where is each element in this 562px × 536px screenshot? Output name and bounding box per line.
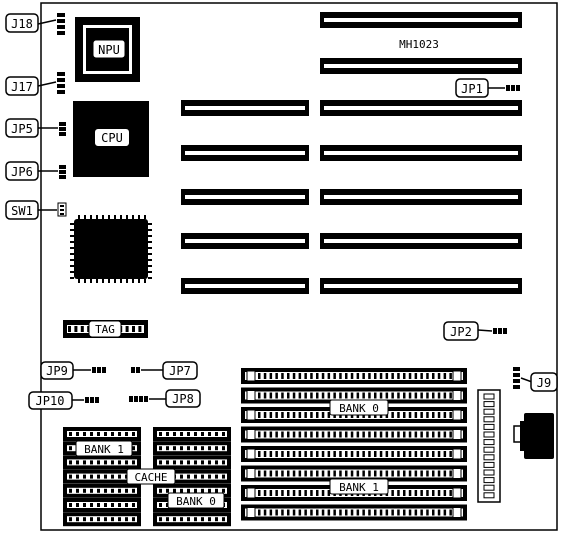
simm-bank1-label: BANK 1 (339, 481, 379, 494)
cache-chip (63, 512, 141, 527)
j17-callout: J17 (5, 76, 39, 96)
jp8-callout: JP8 (165, 389, 201, 408)
svg-text:JP7: JP7 (169, 364, 191, 378)
jp7-header (131, 367, 140, 373)
jp2-callout: JP2 (443, 321, 479, 341)
expansion-slot (181, 100, 309, 116)
expansion-slot (320, 278, 522, 294)
cache-bank1-label-group: BANK 1 (75, 440, 133, 457)
j9-header (513, 367, 520, 389)
j17-header (57, 72, 65, 94)
callout-pointers (37, 19, 533, 401)
model-label: MH1023 (399, 38, 439, 51)
svg-text:JP5: JP5 (11, 122, 33, 136)
jp8-header (129, 396, 148, 402)
jp10-header (85, 397, 99, 403)
tag-label: TAG (95, 323, 115, 336)
simm-socket (241, 426, 467, 443)
expansion-slot (181, 189, 309, 205)
jp9-callout: JP9 (40, 361, 74, 380)
j18-header (57, 13, 65, 35)
simm-bank1-label-group: BANK 1 (329, 478, 389, 495)
cache-chip (63, 427, 141, 441)
jp9-header (92, 367, 106, 373)
expansion-slot (320, 58, 522, 74)
cache-label-group: CACHE (126, 468, 176, 485)
simm-bank0-label-group: BANK 0 (329, 399, 389, 416)
expansion-slot (320, 145, 522, 161)
expansion-slot (320, 233, 522, 249)
expansion-slot (181, 145, 309, 161)
cpu-label: CPU (101, 131, 123, 145)
simm-socket (241, 504, 467, 521)
npu-socket: NPU (75, 17, 140, 82)
simm-socket (241, 446, 467, 462)
svg-text:JP6: JP6 (11, 165, 33, 179)
cache-label: CACHE (134, 471, 167, 484)
svg-text:JP2: JP2 (450, 325, 472, 339)
cache-chip (153, 455, 231, 470)
expansion-slot (181, 233, 309, 249)
tag-sram: TAG (63, 320, 148, 338)
sw1-callout: SW1 (5, 200, 39, 220)
simm-socket (241, 368, 467, 384)
expansion-slot (181, 278, 309, 294)
npu-label: NPU (98, 43, 120, 57)
expansion-slots (181, 12, 522, 294)
jp1-header (506, 85, 520, 91)
svg-text:JP1: JP1 (461, 82, 483, 96)
svg-text:J9: J9 (537, 376, 551, 390)
j18-callout: J18 (5, 13, 39, 33)
chipset (70, 215, 152, 283)
svg-text:J18: J18 (11, 17, 33, 31)
simm-socket (241, 465, 467, 482)
expansion-slot (320, 12, 522, 28)
jp7-callout: JP7 (162, 361, 198, 380)
svg-text:JP9: JP9 (46, 364, 68, 378)
jp1-callout: JP1 (455, 78, 489, 98)
cache-bank0-label: BANK 0 (176, 495, 216, 508)
expansion-slot (320, 100, 522, 116)
simm-socket (241, 387, 467, 404)
jp5-callout: JP5 (5, 118, 39, 138)
jp6-callout: JP6 (5, 161, 39, 181)
cache-chip (63, 483, 141, 498)
cache-chip (153, 427, 231, 441)
svg-text:J17: J17 (11, 80, 33, 94)
cache-chip (153, 441, 231, 456)
cache-bank1-label: BANK 1 (84, 443, 124, 456)
j9-callout: J9 (530, 372, 558, 392)
expansion-slot (320, 189, 522, 205)
jp6-header (59, 165, 66, 179)
power-connector (477, 389, 501, 503)
svg-text:SW1: SW1 (11, 204, 33, 218)
keyboard-connector (513, 413, 554, 459)
sw1-switch (57, 202, 67, 217)
cache-bank0-label-group: BANK 0 (167, 492, 225, 509)
jp10-callout: JP10 (28, 391, 73, 410)
jp2-header (493, 328, 507, 334)
cache-chip (63, 455, 141, 470)
svg-text:JP10: JP10 (36, 394, 65, 408)
simm-bank0-label: BANK 0 (339, 402, 379, 415)
cache-chip (153, 512, 231, 527)
cpu-chip: CPU (73, 101, 149, 177)
cache-chip (63, 498, 141, 512)
svg-text:JP8: JP8 (172, 392, 194, 406)
jp5-header (59, 122, 66, 136)
